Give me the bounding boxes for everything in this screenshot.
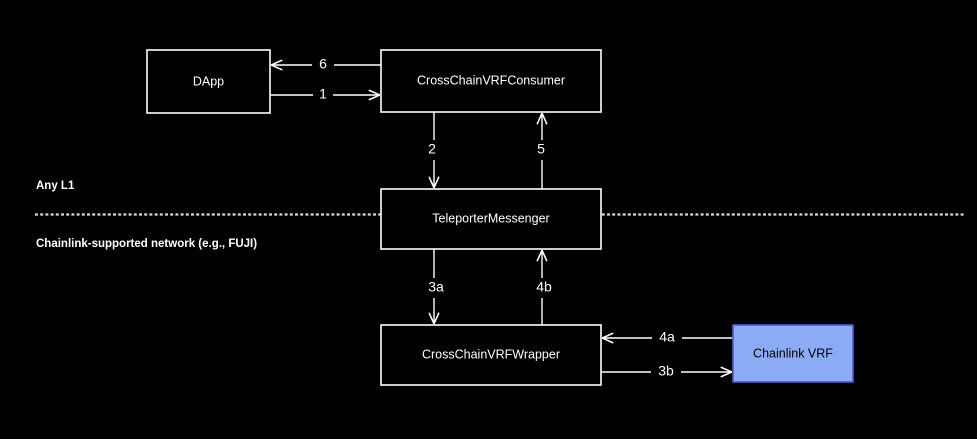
node-dapp[interactable]: DApp — [146, 49, 271, 114]
edge-1-label-bg — [313, 85, 333, 105]
edge-3a-label: 3a — [428, 279, 444, 295]
edge-1: 1 — [270, 85, 379, 105]
edge-5: 5 — [532, 114, 552, 189]
edge-3b-label-bg — [651, 362, 681, 382]
node-crosschainvrfconsumer[interactable]: CrossChainVRFConsumer — [380, 49, 602, 113]
node-crosschainvrfwrapper-label: CrossChainVRFWrapper — [422, 347, 560, 361]
edge-4a-label: 4a — [659, 329, 675, 345]
edge-5-label-bg — [532, 140, 552, 160]
node-teleportermessenger-label: TeleporterMessenger — [432, 211, 549, 225]
edge-6-label: 6 — [319, 56, 327, 72]
edge-3b-label: 3b — [658, 363, 674, 379]
node-crosschainvrfconsumer-box[interactable] — [380, 49, 602, 113]
edge-4a: 4a — [603, 328, 733, 348]
zone-label-chainlink-network: Chainlink-supported network (e.g., FUJI) — [36, 238, 257, 250]
edge-2: 2 — [424, 112, 444, 187]
edge-2-label: 2 — [428, 141, 436, 157]
node-chainlink-vrf-box[interactable] — [732, 324, 854, 383]
edge-6: 6 — [272, 55, 381, 75]
node-crosschainvrfwrapper-box[interactable] — [380, 324, 602, 386]
edge-3b: 3b — [601, 362, 731, 382]
edge-2-label-bg — [424, 140, 444, 160]
edge-4a-label-bg — [652, 328, 682, 348]
node-chainlink-vrf[interactable]: Chainlink VRF — [732, 324, 854, 383]
node-crosschainvrfwrapper[interactable]: CrossChainVRFWrapper — [380, 324, 602, 386]
edge-4b-label: 4b — [536, 279, 552, 295]
node-dapp-box[interactable] — [146, 49, 271, 114]
node-teleportermessenger-box[interactable] — [380, 188, 602, 250]
node-dapp-label: DApp — [193, 74, 224, 88]
edge-3a: 3a — [420, 249, 450, 323]
edge-4b-label-bg — [528, 278, 558, 298]
zone-label-any-l1: Any L1 — [36, 180, 75, 192]
edge-5-label: 5 — [537, 141, 545, 157]
edge-1-label: 1 — [319, 86, 327, 102]
edge-6-label-bg — [312, 55, 334, 75]
node-crosschainvrfconsumer-label: CrossChainVRFConsumer — [417, 73, 565, 87]
edge-3a-label-bg — [420, 278, 450, 298]
edge-4b: 4b — [528, 251, 558, 325]
node-teleportermessenger[interactable]: TeleporterMessenger — [380, 188, 602, 250]
node-chainlink-vrf-label: Chainlink VRF — [753, 346, 833, 360]
